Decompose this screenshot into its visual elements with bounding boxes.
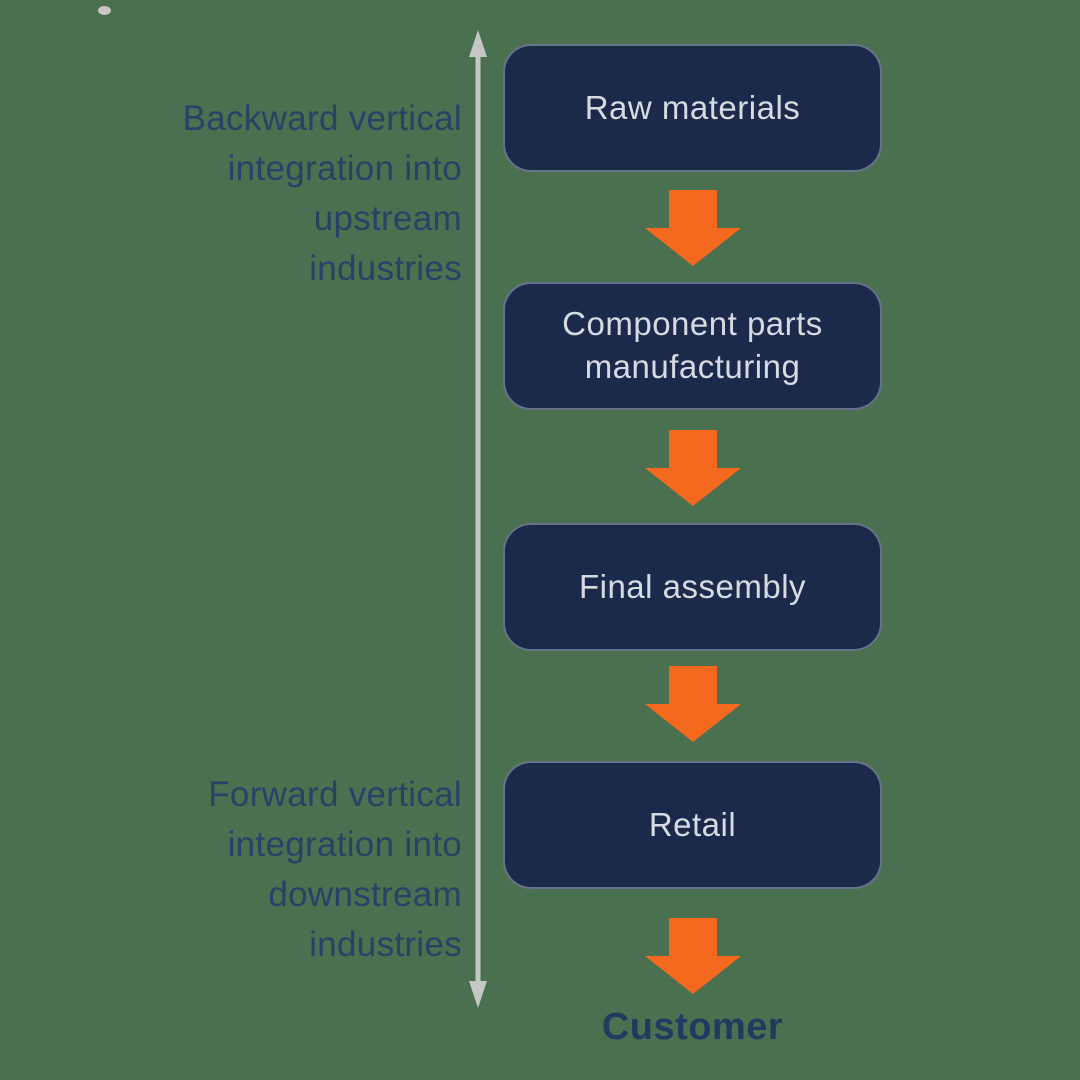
forward-integration-label: Forward vertical integration into downst… [140, 770, 462, 970]
forward-integration-label-line: integration into [227, 825, 462, 864]
down-arrow-icon [645, 918, 741, 994]
backward-integration-label-line: integration into [227, 149, 462, 188]
stage-label: Raw materials [584, 88, 801, 126]
down-arrow-icon [645, 190, 741, 266]
stage-box-retail: Retail [503, 761, 882, 889]
stage-box-component-parts-manufacturing: Component parts manufacturing [503, 282, 882, 410]
backward-integration-label-line: upstream [313, 199, 462, 238]
down-arrow-icon [645, 430, 741, 506]
backward-integration-label-line: industries [309, 249, 462, 288]
stage-label: Final assembly [578, 567, 807, 605]
forward-integration-label-line: industries [309, 925, 462, 964]
forward-integration-label-line: downstream [268, 875, 462, 914]
stage-label: Component parts manufacturing [562, 305, 823, 385]
stage-box-final-assembly: Final assembly [503, 523, 882, 651]
stage-label: Retail [648, 805, 737, 843]
backward-integration-label: Backward vertical integration into upstr… [140, 94, 462, 294]
forward-integration-label-line: Forward vertical [208, 775, 462, 814]
double-headed-vertical-arrow-icon [469, 30, 487, 1008]
artifact-dot [98, 6, 111, 15]
down-arrow-icon [645, 666, 741, 742]
backward-integration-label-line: Backward vertical [182, 99, 462, 138]
stage-box-raw-materials: Raw materials [503, 44, 882, 172]
customer-label: Customer [601, 1006, 784, 1048]
